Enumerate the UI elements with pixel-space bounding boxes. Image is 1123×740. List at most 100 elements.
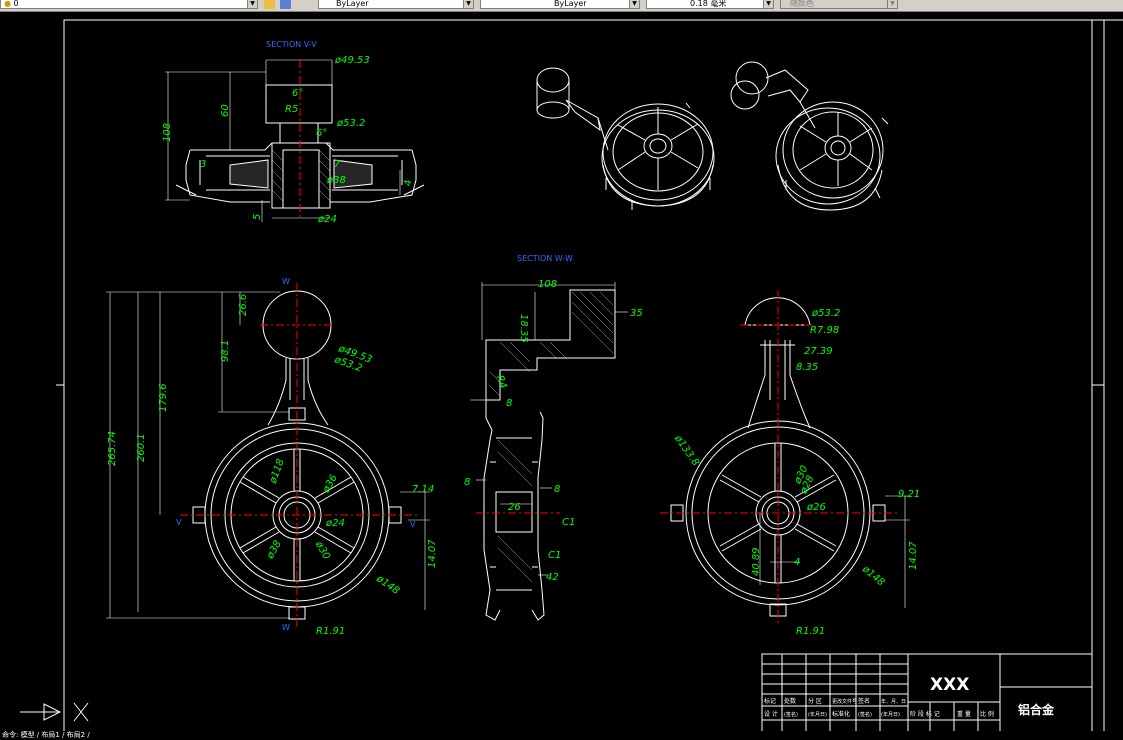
dim-r-d532: ø53.2: [811, 308, 840, 319]
tb-row3-c3: 比 例: [980, 710, 994, 718]
chevron-down-icon[interactable]: ▼: [887, 0, 897, 8]
tb-row2-c5: (签名): [858, 711, 872, 718]
drawing-name: XXX: [930, 675, 969, 695]
front-view-left-centerlines: [180, 283, 420, 630]
dim-f-26574: 265.74: [107, 431, 118, 466]
tb-row1-c3: 分 区: [808, 697, 822, 705]
dim-r-r798: R7.98: [810, 325, 839, 336]
dim-s-c1b: C1: [548, 550, 561, 561]
dim-f-d118: ø118: [267, 458, 286, 486]
dim-top-7: 7: [334, 159, 341, 170]
tb-row2-c6: (年月日): [881, 711, 900, 718]
dim-top-d4953: ø49.53: [334, 55, 370, 66]
dim-r-d26: ø26: [806, 502, 826, 513]
section-w-label: SECTION W-W: [517, 254, 573, 263]
front-view-left-spokes: [239, 449, 355, 581]
marker-w-top: W: [282, 277, 290, 286]
tb-row1-c4: 更改文件号: [832, 698, 857, 705]
dim-top-6b: 6°: [316, 128, 327, 139]
dim-top-d24: ø24: [317, 214, 337, 225]
tb-row1-c2: 处数: [784, 697, 796, 705]
tb-row1-c5: 签名: [858, 697, 870, 705]
dim-s-26: 26: [508, 502, 521, 513]
material-label: 铝合金: [1018, 702, 1055, 717]
dim-top-d532: ø53.2: [336, 118, 365, 129]
section-w-view: [483, 289, 616, 621]
layer-value: 0: [13, 0, 19, 8]
ucs-icon: [20, 702, 89, 722]
chevron-down-icon[interactable]: ▼: [763, 0, 773, 8]
dim-f-d38: ø38: [265, 539, 284, 562]
dim-r-1407: 14.07: [908, 541, 919, 570]
layer-states-icon[interactable]: [264, 0, 275, 9]
dim-s-108: 108: [538, 279, 557, 290]
chevron-down-icon[interactable]: ▼: [629, 0, 639, 8]
isometric-view-left: [536, 67, 715, 210]
marker-w-bottom: W: [282, 623, 290, 632]
tb-row2-c3: (年月日): [808, 711, 827, 718]
chevron-down-icon[interactable]: ▼: [463, 0, 473, 8]
section-v-dims: [165, 59, 401, 222]
section-v-view: [175, 84, 425, 209]
tb-row2-c2: (签名): [784, 711, 798, 718]
dim-f-d148: ø148: [373, 573, 401, 597]
lineweight-value: 0.18 毫米: [690, 0, 727, 8]
lineweight-dropdown[interactable]: 0.18 毫米 ▼: [646, 0, 774, 9]
dim-f-d24: ø24: [325, 518, 345, 529]
dim-r-4: 4: [794, 557, 800, 568]
title-block: [761, 653, 1093, 736]
dim-f-714: 7.14: [412, 484, 434, 495]
dim-s-35: 35: [630, 308, 643, 319]
tb-row3-c1: 阶 段 标 记: [910, 710, 940, 718]
plotstyle-value: 随颜色: [790, 0, 814, 8]
properties-toolbar: ● 0 ▼ ByLayer ▼ ByLayer ▼ 0.18 毫米 ▼ 随颜色 …: [0, 0, 1123, 12]
dim-r-4089: 40.89: [751, 547, 762, 576]
dim-top-5: 5: [252, 214, 263, 220]
color-dropdown[interactable]: ByLayer ▼: [318, 0, 474, 9]
color-value: ByLayer: [336, 0, 369, 8]
dim-f-2601: 260.1: [136, 433, 147, 462]
rear-view-right-dims: [759, 495, 910, 608]
dim-f-266: 26.6: [238, 294, 249, 316]
dim-r-2739: 27.39: [804, 346, 833, 357]
dim-top-60: 60: [220, 104, 231, 117]
dim-s-42: 42: [546, 572, 559, 583]
dim-f-r191: R1.91: [316, 626, 345, 637]
dim-f-1796: 179.6: [158, 383, 169, 412]
dim-s-1835: 18.35: [518, 314, 529, 343]
dim-s-8c: 8: [554, 484, 560, 495]
dim-top-r5: R5: [285, 104, 298, 115]
marker-v-left: V: [176, 518, 182, 527]
tb-row2-c1: 设 计: [764, 710, 778, 718]
dim-s-8a: 8: [506, 398, 512, 409]
plotstyle-dropdown[interactable]: 随颜色 ▼: [780, 0, 898, 9]
front-view-left-dims: [106, 291, 430, 619]
drawing-canvas[interactable]: SECTION V-V ø49.53 6° 60: [0, 12, 1123, 739]
section-v-hatch: [271, 149, 331, 202]
dim-s-c1a: C1: [562, 517, 575, 528]
rear-view-right-centerlines: [660, 290, 900, 625]
dim-top-d38: ø38: [326, 175, 346, 186]
drawing-frame: [56, 19, 1123, 736]
dim-r-r191: R1.91: [796, 626, 825, 637]
section-w-hatch: [489, 291, 614, 583]
tb-row3-c2: 重 量: [957, 710, 971, 718]
layer-dropdown[interactable]: ● 0 ▼: [0, 0, 258, 9]
tb-row1-c1: 标记: [764, 697, 776, 705]
chevron-down-icon[interactable]: ▼: [247, 0, 257, 8]
dim-r-d148: ø148: [859, 563, 886, 588]
dim-f-981: 98.1: [220, 340, 231, 362]
dim-top-108: 108: [162, 123, 173, 142]
command-line-text: 命令: 模型 / 布局1 / 布局2 /: [2, 731, 90, 739]
linetype-value: ByLayer: [554, 0, 587, 8]
section-v-label: SECTION V-V: [266, 40, 317, 49]
linetype-dropdown[interactable]: ByLayer ▼: [480, 0, 640, 9]
dim-top-6a: 6°: [292, 88, 303, 99]
command-line[interactable]: 命令: 模型 / 布局1 / 布局2 /: [0, 731, 1123, 739]
lightbulb-icon: ●: [4, 0, 11, 8]
tb-row2-c4: 标准化: [832, 710, 850, 718]
layer-manager-icon[interactable]: [280, 0, 291, 9]
tb-row1-c6: 年、月、日: [881, 698, 906, 705]
dim-r-d1338: ø133.8: [671, 433, 701, 469]
dim-top-3: 3: [200, 159, 206, 170]
